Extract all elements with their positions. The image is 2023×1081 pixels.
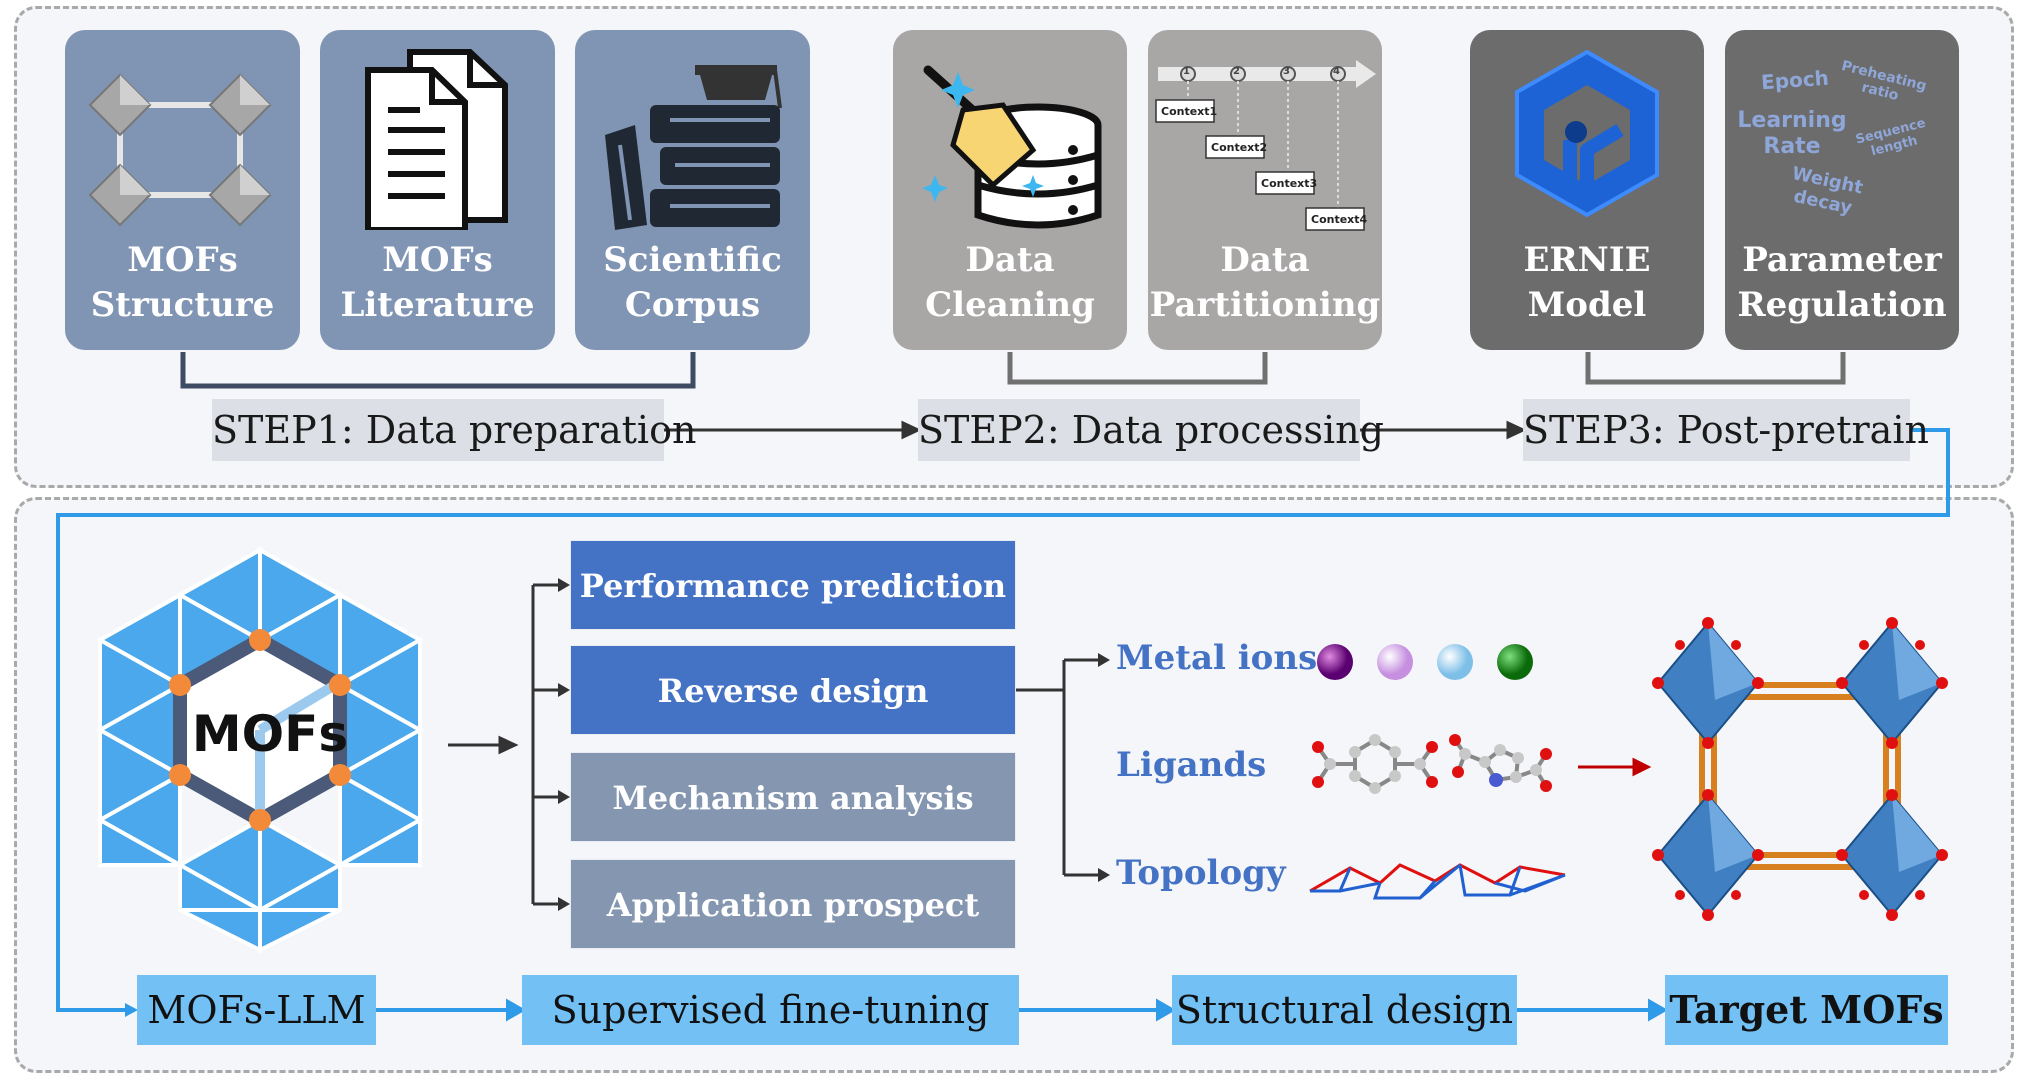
card-label-mofs-structure: MOFs Structure [90,240,275,325]
card-data-cleaning: Data Cleaning [893,30,1127,350]
card-mofs-structure: MOFs Structure [65,30,300,350]
context-label-1: Context1 [1161,105,1218,118]
metal-ion-spheres-icon [1317,644,1533,680]
feature-topology: Topology [1116,853,1286,893]
card-ernie-model: ERNIE Model [1470,30,1704,350]
card-label-scientific-corpus: Scientific Corpus [603,240,782,325]
task-performance-prediction: Performance prediction [570,540,1016,630]
task-application-prospect: Application prospect [570,859,1016,949]
feature-metal-ions: Metal ions [1116,638,1318,678]
ligand-molecules-icon [1312,734,1552,794]
card-label-mofs-literature: MOFs Literature [340,240,535,325]
context-label-2: Context2 [1211,141,1268,154]
card-label-data-partitioning: Data Partitioning [1149,240,1381,325]
feature-ligands: Ligands [1116,745,1267,785]
step1-label: STEP1: Data preparation [212,399,696,461]
timeline-number-3: 3 [1283,66,1290,77]
database-broom-icon [922,65,1102,229]
card-scientific-corpus: Scientific Corpus [575,30,810,350]
task-mechanism-analysis: Mechanism analysis [570,752,1016,842]
books-icon [605,65,782,230]
flow-mofs-llm: MOFs-LLM [137,975,376,1045]
context-label-3: Context3 [1261,177,1318,190]
word-cloud-icon: Epoch Preheating ratio Learning Rate Seq… [1725,30,1959,230]
card-parameter-regulation: Epoch Preheating ratio Learning Rate Seq… [1725,30,1959,350]
timeline-number-4: 4 [1333,66,1340,77]
logo-text: MOFs [191,705,349,763]
card-data-partitioning: 1 2 3 4 Context1 Context2 Context3 Conte… [1148,30,1382,350]
flow-supervised-fine-tuning: Supervised fine-tuning [522,975,1019,1045]
card-label-data-cleaning: Data Cleaning [925,240,1095,325]
card-label-parameter-regulation: Parameter Regulation [1737,240,1947,325]
card-mofs-literature: MOFs Literature [320,30,555,350]
mof-structure-icon [88,73,272,227]
documents-icon [365,49,508,230]
topology-net-icon [1309,863,1566,900]
timeline-number-2: 2 [1233,66,1240,77]
step2-label: STEP2: Data processing [918,399,1384,461]
ernie-logo-icon [1515,49,1659,218]
timeline-number-1: 1 [1183,66,1190,77]
step3-label: STEP3: Post-pretrain [1523,399,1929,461]
target-mof-structure-icon [1652,617,1948,921]
timeline-icon [1155,60,1376,231]
context-label-4: Context4 [1311,213,1368,226]
mofs-llm-logo-icon [95,546,425,954]
card-label-ernie-model: ERNIE Model [1523,240,1651,325]
flow-target-mofs: Target MOFs [1665,975,1948,1045]
word-learning-rate: Learning Rate [1737,108,1847,159]
flow-structural-design: Structural design [1172,975,1517,1045]
task-reverse-design: Reverse design [570,645,1016,735]
